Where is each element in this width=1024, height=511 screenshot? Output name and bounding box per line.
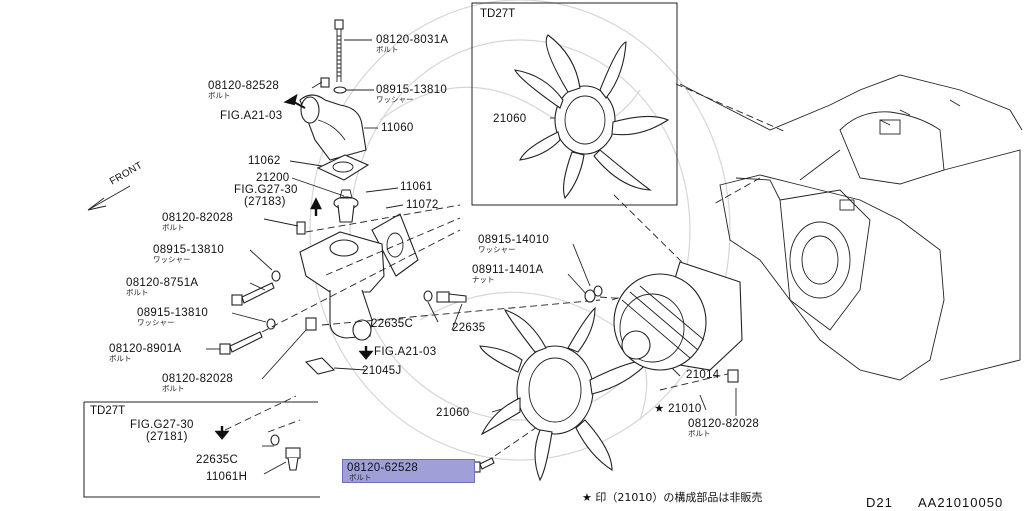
water-pump-icon — [613, 261, 743, 383]
footer-note: ★ 印（21010）の構成部品は非販売 — [582, 491, 763, 504]
inset-top-title: TD27T — [480, 8, 516, 20]
label-11061[interactable]: 11061 — [400, 181, 433, 193]
label-08915-13810-top-sub: ワッシャー — [376, 95, 414, 104]
fig-a2103-down-arrow-icon — [358, 346, 374, 360]
label-fig-g2730-top[interactable]: FIG.G27-30 — [234, 184, 298, 196]
nut-1401a-icon — [584, 289, 596, 303]
label-21014[interactable]: 21014 — [686, 369, 720, 381]
label-08120-82028-a-sub: ボルト — [162, 223, 185, 232]
label-08911-1401a[interactable]: 08911-1401A — [472, 264, 544, 276]
label-08915-13810-b[interactable]: 08915-13810 — [153, 244, 225, 256]
label-27183: (27183) — [244, 196, 286, 208]
label-fig-a2103-lower[interactable]: FIG.A21-03 — [374, 346, 437, 358]
water-outlet-housing-icon — [299, 94, 367, 161]
gasket-11072-icon — [371, 213, 419, 277]
label-08915-13810-top[interactable]: 08915-13810 — [376, 84, 448, 96]
label-08120-8751a[interactable]: 08120-8751A — [126, 277, 199, 289]
label-08120-8751a-sub: ボルト — [126, 288, 149, 297]
label-08120-8901a[interactable]: 08120-8901A — [109, 343, 182, 355]
bolt-8751a-icon — [231, 282, 275, 306]
label-08915-13810-c-sub: ワッシャー — [137, 318, 175, 327]
label-22635[interactable]: 22635 — [452, 322, 486, 334]
label-11060[interactable]: 11060 — [381, 122, 414, 134]
inset-bottom-fig[interactable]: FIG.G27-30 — [130, 419, 194, 431]
cooling-fan-icon — [479, 306, 652, 482]
inset-bottom-ref: (27181) — [146, 431, 188, 443]
label-08120-82028-c[interactable]: 08120-82028 — [688, 418, 760, 430]
label-21060-inset[interactable]: 21060 — [493, 113, 527, 125]
inset-frame-td27t-housing — [83, 401, 320, 498]
front-arrow-icon — [87, 185, 131, 211]
thermostat-housing-icon — [299, 231, 385, 341]
gasket-11062-icon — [316, 154, 370, 181]
label-08915-13810-b-sub: ワッシャー — [153, 255, 191, 264]
inset-bottom-11061h[interactable]: 11061H — [206, 471, 248, 483]
label-08915-14010[interactable]: 08915-14010 — [478, 234, 550, 246]
fig-a2103-arrow-icon — [283, 93, 306, 109]
label-21045j[interactable]: 21045J — [362, 365, 402, 377]
inset-bottom-title: TD27T — [90, 405, 126, 417]
label-08120-82528-sub: ボルト — [208, 91, 231, 100]
washer-13810-icon — [333, 86, 347, 94]
page-id: D21 — [866, 495, 893, 510]
label-08120-8031a-sub: ボルト — [376, 45, 399, 54]
label-22635c[interactable]: 22635C — [371, 318, 414, 330]
bolt-8031a-icon — [334, 19, 344, 82]
label-08120-82528[interactable]: 08120-82528 — [208, 80, 280, 92]
label-08915-13810-c[interactable]: 08915-13810 — [137, 307, 209, 319]
inset-frame-td27t-fan — [471, 2, 678, 206]
label-21010[interactable]: ★ 21010 — [654, 403, 702, 415]
engine-block-icon — [679, 74, 1023, 381]
label-08120-8901a-sub: ボルト — [109, 354, 132, 363]
cooling-fan-td27t-icon — [514, 34, 670, 200]
label-08120-62528[interactable]: 08120-62528 — [347, 462, 419, 474]
washer-14010-icon — [593, 285, 603, 297]
fig-g2730-down-arrow-icon — [214, 426, 230, 440]
label-fig-a2103-top[interactable]: FIG.A21-03 — [220, 110, 283, 122]
label-08120-82028-b-sub: ボルト — [162, 384, 185, 393]
diagram-code: AA21010050 — [918, 495, 1004, 510]
bolt-82028-top-icon — [296, 221, 306, 235]
temp-sensor-icon — [423, 290, 467, 303]
label-08120-82028-c-sub: ボルト — [688, 429, 711, 438]
inset-bottom-22635c[interactable]: 22635C — [196, 454, 239, 466]
label-08915-14010-sub: ワッシャー — [478, 245, 516, 254]
gasket-22635c-icon — [270, 434, 280, 446]
label-11072[interactable]: 11072 — [406, 199, 439, 211]
highlight-62528 — [342, 459, 475, 483]
label-08120-8031a[interactable]: 08120-8031A — [376, 34, 449, 46]
label-08120-82028-a[interactable]: 08120-82028 — [162, 212, 234, 224]
label-08911-1401a-sub: ナット — [472, 275, 495, 284]
bolt-8901a-icon — [219, 331, 263, 355]
washer-13810-a-icon — [271, 270, 281, 282]
bolt-82028-lower-icon — [305, 317, 317, 331]
sensor-11061h-icon — [285, 447, 301, 471]
label-21200[interactable]: 21200 — [256, 172, 290, 184]
bolt-82528-icon — [320, 77, 330, 88]
fig-g2730-arrow-icon — [310, 197, 322, 216]
label-11062[interactable]: 11062 — [248, 155, 281, 167]
thermostat-icon — [333, 189, 359, 223]
gasket-21045j-icon — [304, 357, 336, 375]
washer-13810-b-icon — [266, 318, 276, 330]
label-08120-82028-b[interactable]: 08120-82028 — [162, 373, 234, 385]
label-21060[interactable]: 21060 — [436, 407, 470, 419]
label-08120-62528-sub: ボルト — [349, 473, 372, 482]
